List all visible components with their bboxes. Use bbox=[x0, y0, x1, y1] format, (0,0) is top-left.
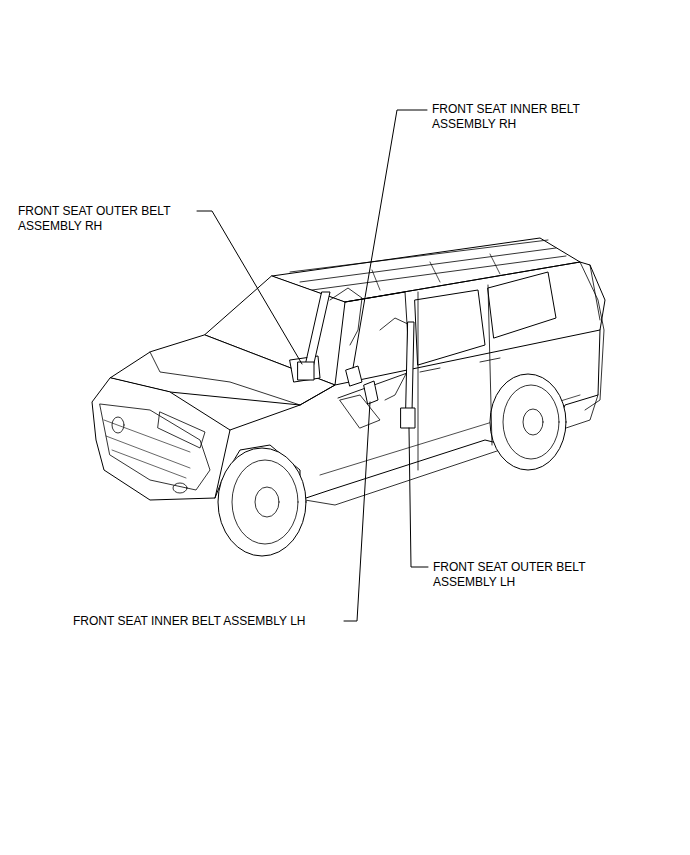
leader-line bbox=[409, 428, 428, 567]
part-label: FRONT SEAT INNER BELT ASSEMBLY RH bbox=[432, 102, 607, 132]
leader-line bbox=[353, 110, 427, 368]
leader-line bbox=[197, 211, 302, 364]
leader-line bbox=[344, 402, 370, 621]
part-label: FRONT SEAT OUTER BELT ASSEMBLY LH bbox=[433, 560, 608, 590]
part-label: FRONT SEAT INNER BELT ASSEMBLY LH bbox=[73, 614, 306, 629]
part-label: FRONT SEAT OUTER BELT ASSEMBLY RH bbox=[18, 204, 193, 234]
